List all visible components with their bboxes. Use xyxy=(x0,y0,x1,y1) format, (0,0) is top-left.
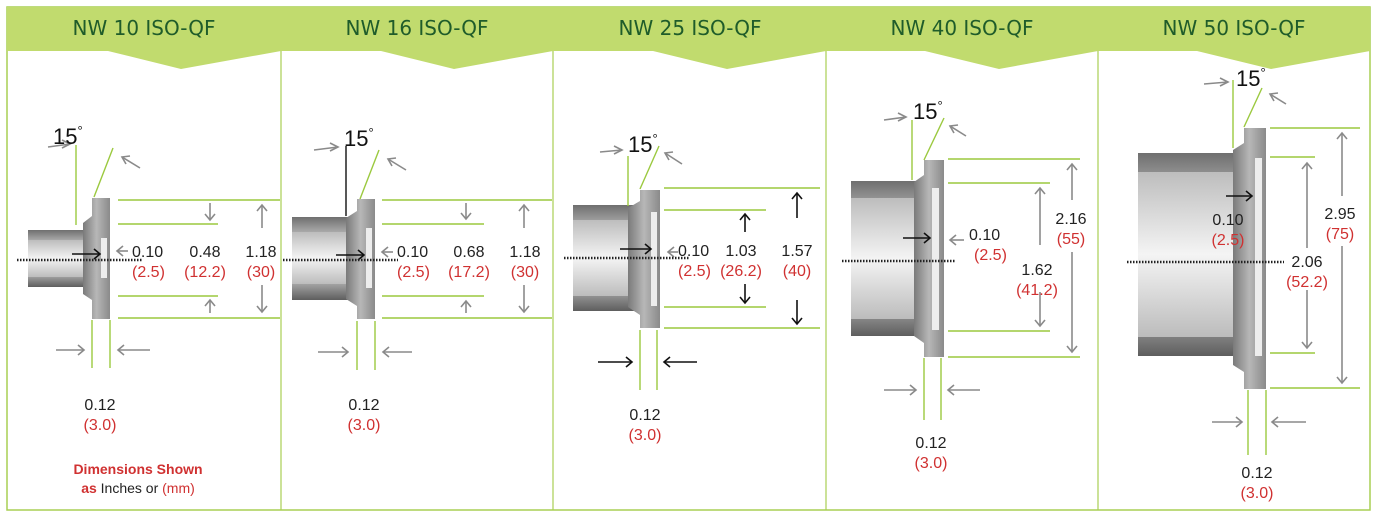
header-banner xyxy=(1098,7,1370,69)
groove xyxy=(1255,158,1262,356)
angle-label: 15° xyxy=(628,131,658,157)
thickness-mm: (3.0) xyxy=(629,427,662,444)
panel-title: NW 50 ISO-QF xyxy=(1163,16,1306,40)
thickness-mm: (3.0) xyxy=(348,417,381,434)
thickness-inch: 0.12 xyxy=(915,435,946,452)
thickness-inch: 0.12 xyxy=(1241,465,1272,482)
angle-label: 15° xyxy=(53,123,83,149)
header-banner xyxy=(553,7,826,69)
groove-mm: (2.5) xyxy=(678,263,711,280)
groove xyxy=(932,188,939,330)
header-banner xyxy=(281,7,553,69)
inner-mm: (26.2) xyxy=(720,263,762,280)
groove-inch: 0.10 xyxy=(132,244,163,261)
outer-inch: 1.18 xyxy=(509,244,540,261)
flange-nw10 xyxy=(28,198,110,319)
outer-mm: (30) xyxy=(247,264,275,281)
outer-inch: 1.18 xyxy=(245,244,276,261)
outer-inch: 2.95 xyxy=(1324,206,1355,223)
header-banner xyxy=(826,7,1098,69)
inner-mm: (52.2) xyxy=(1286,274,1328,291)
groove-inch: 0.10 xyxy=(397,244,428,261)
angle-label: 15° xyxy=(913,98,943,124)
flange xyxy=(83,198,110,319)
panel-title: NW 10 ISO-QF xyxy=(73,16,216,40)
thickness-mm: (3.0) xyxy=(915,455,948,472)
flange xyxy=(914,160,944,357)
outer-mm: (55) xyxy=(1057,231,1085,248)
dimension-lines-nw16 xyxy=(283,142,552,370)
thickness-inch: 0.12 xyxy=(348,397,379,414)
groove-mm: (2.5) xyxy=(132,264,165,281)
labels-nw25: 15° 0.10 (2.5) 1.03 (26.2) 1.57 (40) 0.1… xyxy=(628,131,813,444)
flange-nw40 xyxy=(851,160,944,357)
inner-mm: (12.2) xyxy=(184,264,226,281)
inner-inch: 0.68 xyxy=(453,244,484,261)
thickness-mm: (3.0) xyxy=(84,417,117,434)
dimension-lines-nw25 xyxy=(564,145,820,390)
thickness-inch: 0.12 xyxy=(629,407,660,424)
groove-mm: (2.5) xyxy=(397,264,430,281)
angle-label: 15° xyxy=(1236,65,1266,91)
inner-inch: 1.62 xyxy=(1021,262,1052,279)
groove-inch: 0.10 xyxy=(1212,212,1243,229)
inner-inch: 1.03 xyxy=(725,243,756,260)
flange-nw25 xyxy=(573,190,660,328)
thickness-mm: (3.0) xyxy=(1241,485,1274,502)
header-banners: NW 10 ISO-QF NW 16 ISO-QF NW 25 ISO-QF N… xyxy=(7,7,1370,69)
groove-mm: (2.5) xyxy=(1212,232,1245,249)
panel-title: NW 16 ISO-QF xyxy=(346,16,489,40)
header-banner xyxy=(7,7,281,69)
thickness-inch: 0.12 xyxy=(84,397,115,414)
inner-mm: (41.2) xyxy=(1016,282,1058,299)
units-note-line2: as Inches or (mm) xyxy=(81,480,195,496)
panel-title: NW 40 ISO-QF xyxy=(891,16,1034,40)
labels-nw10: 15° 0.10 (2.5) 0.48 (12.2) 1.18 (30) 0.1… xyxy=(53,123,277,496)
units-note-line1: Dimensions Shown xyxy=(73,461,202,477)
groove xyxy=(101,238,107,278)
outer-mm: (40) xyxy=(783,263,811,280)
groove-inch: 0.10 xyxy=(678,243,709,260)
groove-inch: 0.10 xyxy=(969,227,1000,244)
inner-mm: (17.2) xyxy=(448,264,490,281)
labels-nw40: 15° 0.10 (2.5) 1.62 (41.2) 2.16 (55) 0.1… xyxy=(913,98,1087,472)
inner-inch: 0.48 xyxy=(189,244,220,261)
outer-inch: 2.16 xyxy=(1055,211,1086,228)
outer-mm: (30) xyxy=(511,264,539,281)
labels-nw50: 15° 0.10 (2.5) 2.06 (52.2) 2.95 (75) 0.1… xyxy=(1212,65,1356,502)
flange-nw50 xyxy=(1138,128,1266,389)
outer-mm: (75) xyxy=(1326,226,1354,243)
flange-nw16 xyxy=(292,199,375,319)
panel-title: NW 25 ISO-QF xyxy=(619,16,762,40)
angle-label: 15° xyxy=(344,125,374,151)
dimension-lines-nw40 xyxy=(842,112,1080,420)
groove-mm: (2.5) xyxy=(974,247,1007,264)
inner-inch: 2.06 xyxy=(1291,254,1322,271)
outer-inch: 1.57 xyxy=(781,243,812,260)
dimension-lines-nw50 xyxy=(1127,77,1360,455)
labels-nw16: 15° 0.10 (2.5) 0.68 (17.2) 1.18 (30) 0.1… xyxy=(344,125,541,434)
groove xyxy=(366,228,372,288)
dimension-lines-nw10 xyxy=(17,139,280,368)
